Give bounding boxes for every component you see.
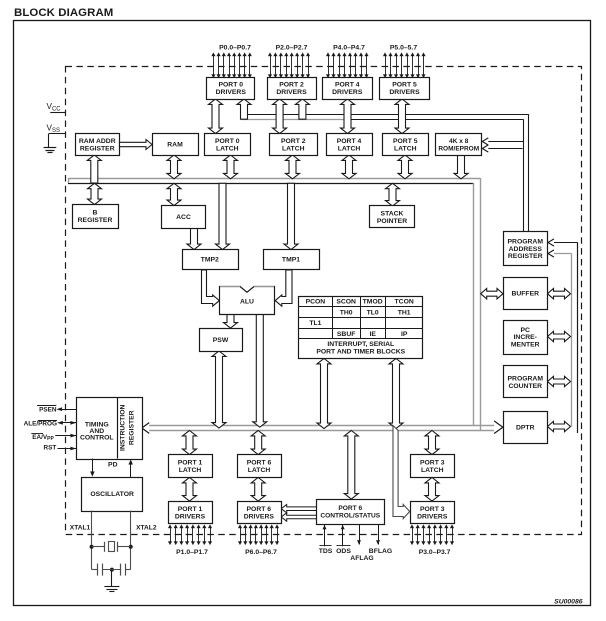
svg-text:INSTRUCTION: INSTRUCTION [120, 404, 127, 451]
svg-text:TMP2: TMP2 [201, 257, 219, 264]
svg-text:PORT 4: PORT 4 [335, 82, 360, 89]
svg-text:TL1: TL1 [309, 320, 321, 327]
svg-text:RAM ADDR: RAM ADDR [79, 138, 116, 145]
svg-text:4K x 8: 4K x 8 [449, 138, 469, 145]
svg-text:BLOCK DIAGRAM: BLOCK DIAGRAM [14, 7, 113, 19]
svg-text:CONTROL/STATUS: CONTROL/STATUS [320, 513, 380, 520]
svg-text:SU00086: SU00086 [554, 599, 583, 606]
svg-text:EA/VPP: EA/VPP [32, 434, 54, 442]
svg-text:TH1: TH1 [398, 309, 411, 316]
svg-text:TL0: TL0 [367, 309, 379, 316]
svg-text:PORT 5: PORT 5 [392, 82, 417, 89]
svg-text:PORT 0: PORT 0 [218, 82, 243, 89]
svg-text:SBUF: SBUF [337, 331, 356, 338]
svg-text:REGISTER: REGISTER [129, 410, 136, 445]
svg-text:ALU: ALU [240, 299, 254, 306]
svg-text:P6.0–P6.7: P6.0–P6.7 [245, 549, 277, 556]
svg-text:BUFFER: BUFFER [511, 291, 539, 298]
svg-text:PC: PC [521, 327, 531, 334]
svg-text:PORT 6: PORT 6 [338, 505, 362, 512]
svg-text:PCON: PCON [306, 299, 326, 306]
svg-text:DRIVERS: DRIVERS [216, 89, 247, 96]
svg-text:TCON: TCON [395, 299, 414, 306]
svg-text:TH0: TH0 [340, 309, 353, 316]
svg-text:OSCILLATOR: OSCILLATOR [90, 491, 134, 498]
svg-text:P3.0–P3.7: P3.0–P3.7 [419, 549, 451, 556]
svg-text:PORT AND TIMER BLOCKS: PORT AND TIMER BLOCKS [316, 348, 405, 355]
svg-text:BFLAG: BFLAG [369, 548, 392, 555]
svg-text:VCC: VCC [47, 102, 62, 113]
svg-text:ALE/PROG: ALE/PROG [24, 420, 57, 427]
svg-text:LATCH: LATCH [282, 145, 305, 152]
svg-text:ADDRESS: ADDRESS [509, 246, 543, 253]
svg-text:DRIVERS: DRIVERS [332, 89, 363, 96]
svg-text:P0.0–P0.7: P0.0–P0.7 [219, 44, 251, 51]
svg-text:PROGRAM: PROGRAM [508, 239, 544, 246]
svg-text:MENTER: MENTER [511, 341, 540, 348]
svg-text:CONTROL: CONTROL [80, 435, 114, 442]
svg-text:P5.0–5.7: P5.0–5.7 [390, 44, 417, 51]
svg-text:RAM: RAM [167, 142, 183, 149]
svg-text:SCON: SCON [336, 299, 356, 306]
svg-text:P2.0–P2.7: P2.0–P2.7 [276, 44, 308, 51]
svg-text:PORT 4: PORT 4 [337, 138, 362, 145]
svg-text:REGISTER: REGISTER [508, 253, 543, 260]
svg-text:RST: RST [44, 444, 57, 451]
svg-text:PORT 6: PORT 6 [247, 460, 272, 467]
svg-text:PORT 3: PORT 3 [420, 506, 445, 513]
svg-text:TMOD: TMOD [363, 299, 383, 306]
svg-text:DRIVERS: DRIVERS [417, 513, 448, 520]
svg-text:B: B [93, 210, 98, 217]
svg-text:DPTR: DPTR [516, 424, 535, 431]
svg-text:TIMING: TIMING [85, 422, 109, 429]
svg-text:PORT 2: PORT 2 [279, 82, 304, 89]
svg-text:PSEN: PSEN [39, 406, 57, 413]
svg-text:ODS: ODS [336, 548, 351, 555]
svg-text:PORT 1: PORT 1 [178, 506, 203, 513]
svg-text:LATCH: LATCH [421, 467, 444, 474]
svg-text:INTERRUPT, SERIAL: INTERRUPT, SERIAL [327, 341, 394, 348]
svg-text:XTAL2: XTAL2 [136, 525, 157, 532]
svg-text:PORT 1: PORT 1 [178, 460, 203, 467]
svg-text:AFLAG: AFLAG [350, 555, 373, 562]
svg-text:AND: AND [89, 428, 104, 435]
svg-text:POINTER: POINTER [377, 218, 407, 225]
svg-text:INCRE-: INCRE- [514, 334, 537, 341]
svg-text:LATCH: LATCH [248, 467, 271, 474]
svg-text:VSS: VSS [47, 124, 60, 135]
svg-text:IE: IE [369, 331, 376, 338]
svg-text:TDS: TDS [319, 548, 333, 555]
svg-text:LATCH: LATCH [179, 467, 202, 474]
svg-text:ACC: ACC [176, 214, 191, 221]
svg-text:REGISTER: REGISTER [78, 217, 113, 224]
svg-text:LATCH: LATCH [394, 145, 417, 152]
svg-text:XTAL1: XTAL1 [70, 525, 91, 532]
svg-text:PD: PD [108, 462, 118, 469]
svg-text:LATCH: LATCH [216, 145, 239, 152]
svg-text:STACK: STACK [381, 210, 404, 217]
svg-text:TMP1: TMP1 [282, 257, 300, 264]
svg-text:PORT 0: PORT 0 [215, 138, 240, 145]
svg-text:DRIVERS: DRIVERS [389, 89, 420, 96]
svg-text:DRIVERS: DRIVERS [244, 513, 275, 520]
svg-text:P1.0–P1.7: P1.0–P1.7 [176, 549, 208, 556]
svg-text:PORT 2: PORT 2 [281, 138, 306, 145]
svg-text:DRIVERS: DRIVERS [276, 89, 307, 96]
svg-text:PORT 3: PORT 3 [420, 460, 445, 467]
svg-text:LATCH: LATCH [338, 145, 361, 152]
svg-text:PORT 6: PORT 6 [247, 506, 272, 513]
svg-text:IP: IP [401, 331, 408, 338]
svg-text:P4.0–P4.7: P4.0–P4.7 [333, 44, 365, 51]
svg-text:PROGRAM: PROGRAM [508, 375, 544, 382]
svg-text:COUNTER: COUNTER [508, 383, 542, 390]
svg-text:DRIVERS: DRIVERS [175, 513, 206, 520]
svg-text:REGISTER: REGISTER [80, 145, 115, 152]
svg-text:PSW: PSW [213, 337, 229, 344]
svg-text:ROM/EPROM: ROM/EPROM [438, 145, 479, 152]
svg-text:PORT 5: PORT 5 [393, 138, 418, 145]
